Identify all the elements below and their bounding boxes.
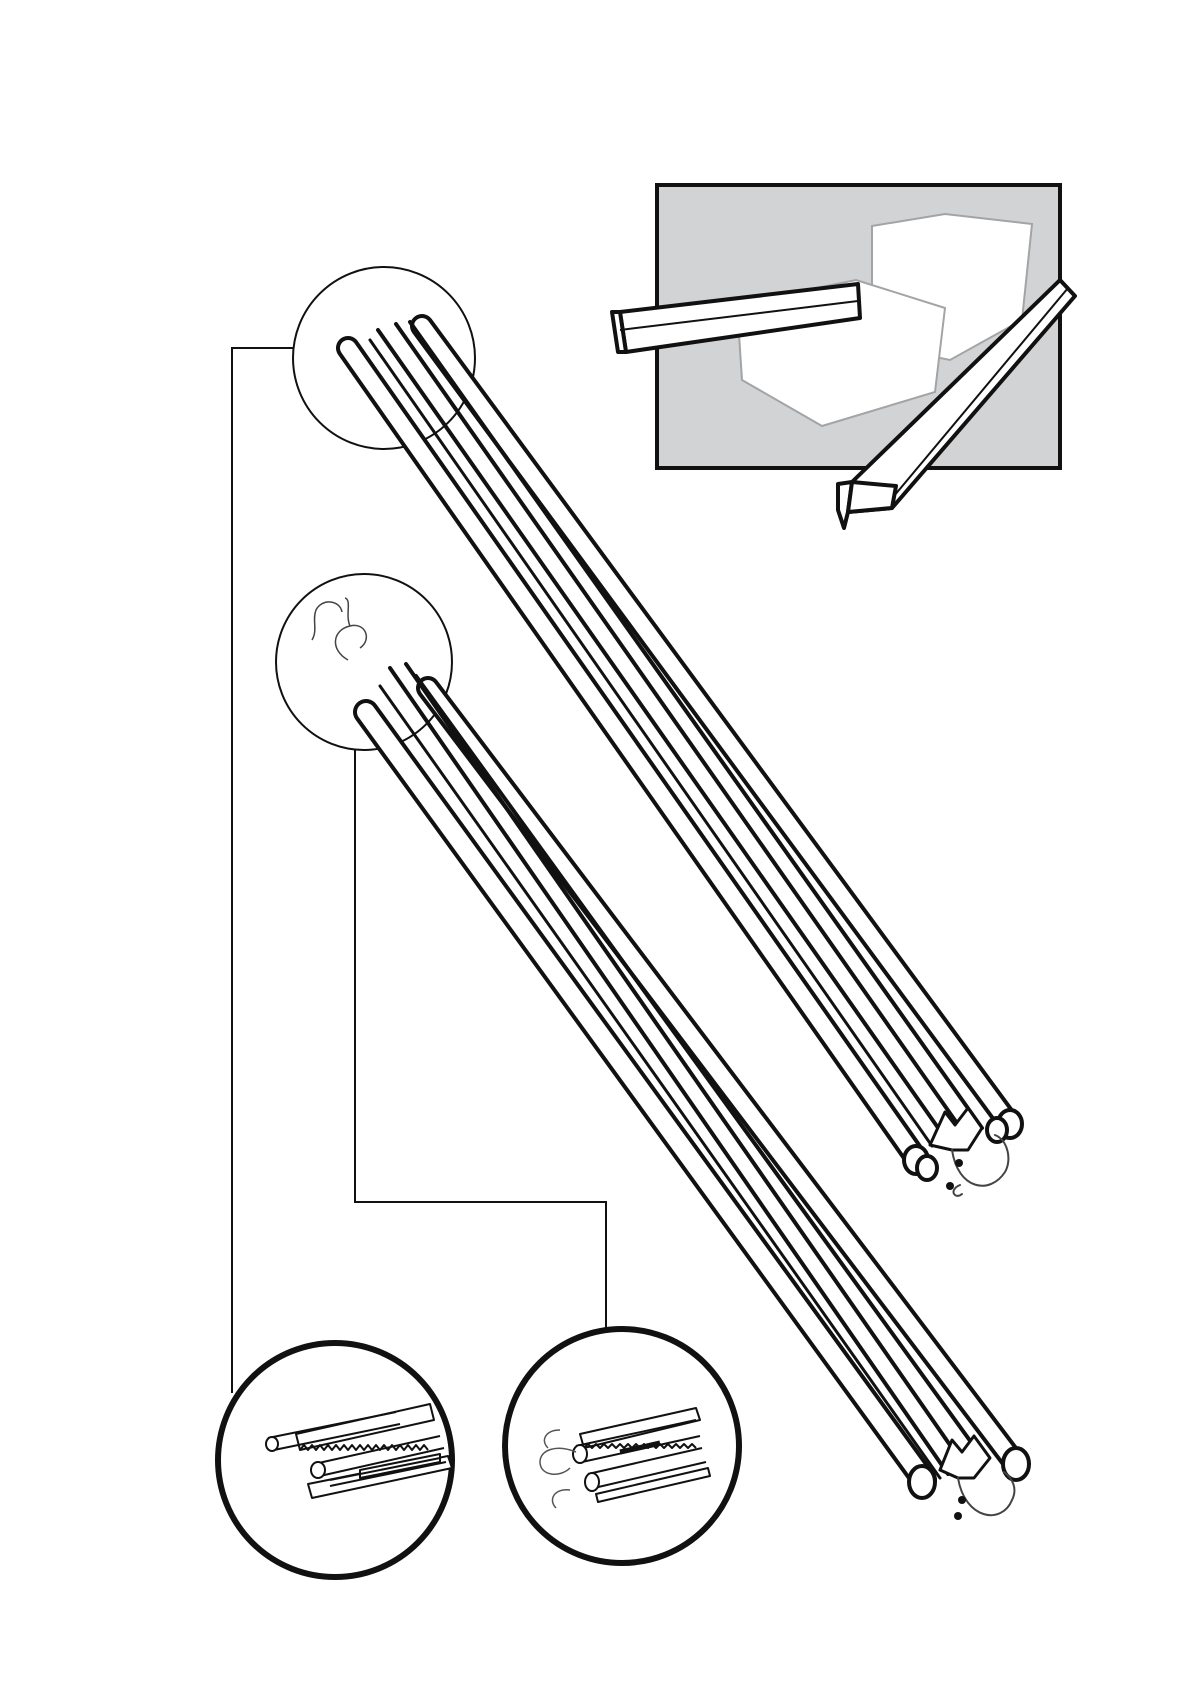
detail-circle-wired-profile bbox=[505, 1329, 739, 1563]
leader-line-top-callout bbox=[232, 348, 293, 1393]
detail-circle-rack-profile bbox=[218, 1343, 452, 1577]
inset-panel bbox=[612, 185, 1075, 528]
leader-line-lower-callout bbox=[355, 750, 606, 1330]
